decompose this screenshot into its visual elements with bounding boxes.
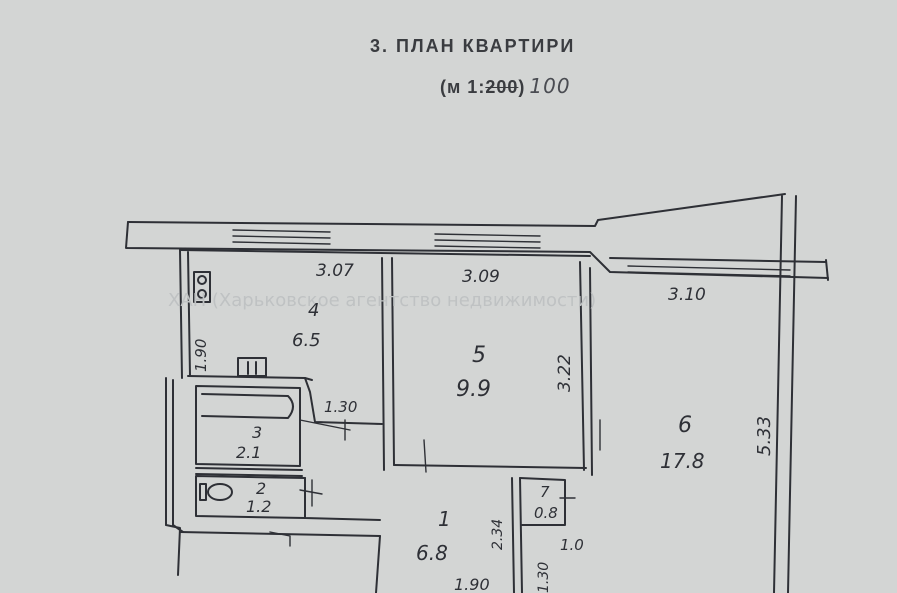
watermark-text: ХАН (Харьковское агентство недвижимости) xyxy=(168,290,596,311)
outer-wall-right xyxy=(773,195,797,593)
plan-title-text: 3. ПЛАН КВАРТИРИ xyxy=(370,36,576,56)
corridor-door-2 xyxy=(299,479,323,507)
partition-5-bottom xyxy=(393,464,587,469)
dim-130-bottom: 1.30 xyxy=(536,562,552,593)
scale-handwritten-value: 100 xyxy=(529,74,571,98)
bath-room-box xyxy=(195,385,301,467)
dim-322: 3.22 xyxy=(555,354,575,392)
dim-190-left: 1.90 xyxy=(192,339,210,372)
room-4-area: 6.5 xyxy=(292,330,321,351)
outer-wall-right-end xyxy=(825,259,829,281)
door-entry xyxy=(269,531,291,547)
plan-scale: (м 1:200)100 xyxy=(440,74,571,98)
storage-box xyxy=(519,477,566,526)
corridor-right xyxy=(511,477,523,593)
room-5-area: 9.9 xyxy=(456,377,491,402)
stove-burner-1 xyxy=(197,275,207,285)
bathtub xyxy=(201,393,294,419)
room-5-number: 5 xyxy=(472,343,486,368)
room-7-area: 0.8 xyxy=(534,504,558,522)
room-6-area: 17.8 xyxy=(660,449,705,473)
wall-top-line-2 xyxy=(609,257,827,263)
outer-wall-top xyxy=(127,193,786,227)
scale-suffix: ) xyxy=(518,77,526,97)
room-1-number: 1 xyxy=(438,507,451,531)
window-room5 xyxy=(434,233,541,249)
wall-left-lower xyxy=(165,524,184,576)
partition-4-5 xyxy=(381,257,395,471)
room-2-area: 1.2 xyxy=(246,497,271,516)
bath-divider xyxy=(195,467,303,477)
dim-309: 3.09 xyxy=(462,267,500,287)
room-2-number: 2 xyxy=(256,479,266,498)
room-3-area: 2.1 xyxy=(236,443,261,462)
room-4-number: 4 xyxy=(308,300,319,321)
room-7-number: 7 xyxy=(540,483,550,501)
dim-307: 3.07 xyxy=(316,261,354,281)
scale-prefix: (м 1: xyxy=(440,77,486,97)
corridor-left-wall xyxy=(304,477,381,521)
door-5 xyxy=(423,439,427,473)
toilet-tank xyxy=(199,483,207,501)
dim-line-130 xyxy=(319,421,379,425)
sink-lines xyxy=(247,361,257,375)
room4-bottom-2 xyxy=(304,377,313,381)
dim-10: 1.0 xyxy=(560,536,584,554)
room-6-number: 6 xyxy=(678,413,692,438)
wall-left-room4 xyxy=(179,249,191,379)
partition-5-6 xyxy=(579,261,593,476)
window-room6 xyxy=(627,265,791,277)
scale-struck-value: 200 xyxy=(485,77,519,97)
dim-130-top: 1.30 xyxy=(324,398,357,416)
wall-left-bath xyxy=(165,377,174,526)
sink xyxy=(237,357,267,377)
dim-190-bottom: 1.90 xyxy=(454,575,490,593)
room-1-area: 6.8 xyxy=(416,541,448,565)
window-room4 xyxy=(232,229,331,245)
toilet-bowl xyxy=(207,483,233,501)
wall-line-3 xyxy=(179,249,591,257)
room-3-number: 3 xyxy=(252,423,262,442)
stove xyxy=(193,271,211,303)
dim-533: 5.33 xyxy=(754,416,775,456)
dim-310: 3.10 xyxy=(668,285,706,305)
stove-burner-2 xyxy=(197,289,207,299)
dim-234: 2.34 xyxy=(490,519,506,550)
corridor-bottom-left xyxy=(375,535,381,593)
